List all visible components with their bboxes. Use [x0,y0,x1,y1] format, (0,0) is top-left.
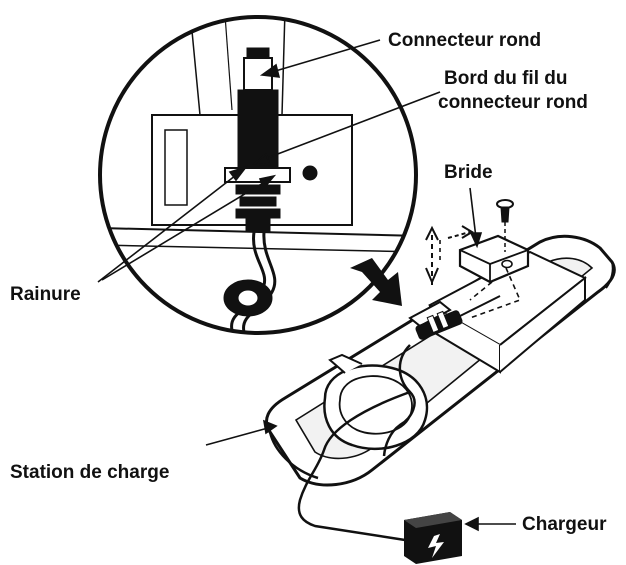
label-bride: Bride [444,162,493,183]
label-connecteur-rond: Connecteur rond [388,30,541,51]
label-station-de-charge: Station de charge [10,462,169,483]
lightning-bolt-icon [428,534,444,558]
charger-adapter [404,512,462,564]
insert-arrow [350,258,402,306]
label-rainure: Rainure [10,284,81,305]
label-bord-line1: Bord du fil du [444,68,567,89]
station-connector [382,295,501,457]
zoom-inset [98,15,418,335]
cable [297,390,411,542]
screw-icon [496,199,514,252]
label-bord-line2: connecteur rond [438,92,588,113]
label-chargeur: Chargeur [522,514,607,535]
leader-lines [97,39,516,532]
